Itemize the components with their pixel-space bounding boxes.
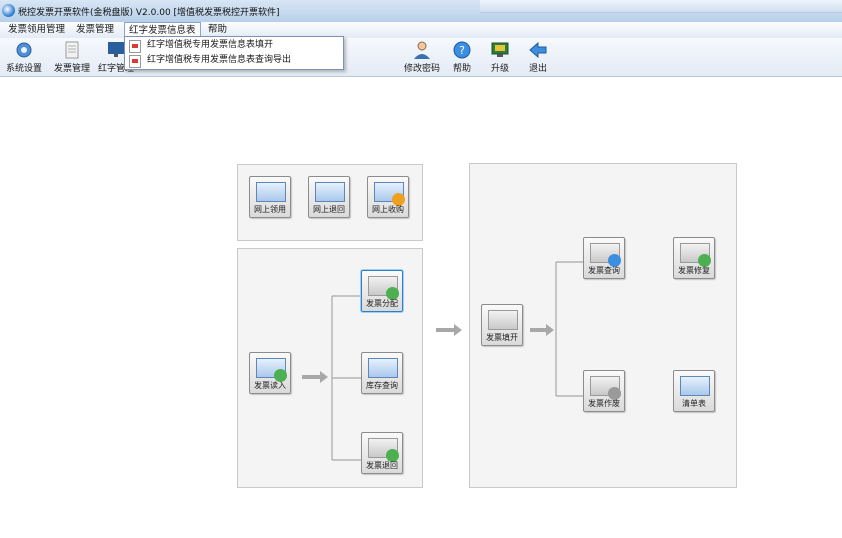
title-bar: 税控发票开票软件(金税盘版) V2.0.00 [增值税发票税控开票软件] bbox=[0, 0, 842, 23]
invoice-read-node[interactable]: 发票读入 bbox=[248, 352, 292, 400]
stock-query-node[interactable]: 库存查询 bbox=[360, 352, 404, 400]
help-icon: ? bbox=[453, 41, 471, 59]
exit-button[interactable]: 退出 bbox=[518, 40, 558, 74]
title-bar-background bbox=[480, 0, 842, 13]
invoice-card-icon bbox=[488, 310, 518, 330]
change-password-label: 修改密码 bbox=[403, 64, 440, 74]
invoice-manage-button[interactable]: 发票管理 bbox=[52, 40, 92, 74]
invoice-issue-node[interactable]: 发票填开 bbox=[480, 304, 524, 352]
invoice-repair-label: 发票修复 bbox=[678, 266, 710, 275]
help-button[interactable]: ? 帮助 bbox=[442, 40, 482, 74]
invoice-manage-label: 发票管理 bbox=[53, 64, 90, 74]
online-receive-node[interactable]: 网上领用 bbox=[248, 176, 292, 224]
dropdown-item-fill[interactable]: 红字增值税专用发票信息表填开 bbox=[125, 38, 343, 53]
exit-label: 退出 bbox=[528, 64, 547, 74]
app-logo-icon bbox=[2, 4, 15, 17]
dropdown-item-query[interactable]: 红字增值税专用发票信息表查询导出 bbox=[125, 53, 343, 68]
red-invoice-dropdown: 红字增值税专用发票信息表填开 红字增值税专用发票信息表查询导出 bbox=[124, 36, 344, 70]
invoice-read-label: 发票读入 bbox=[254, 381, 286, 390]
invoice-void-label: 发票作废 bbox=[588, 399, 620, 408]
upgrade-icon bbox=[491, 42, 509, 57]
online-purchase-node[interactable]: 网上收购 bbox=[366, 176, 410, 224]
window-title: 税控发票开票软件(金税盘版) V2.0.00 [增值税发票税控开票软件] bbox=[18, 8, 280, 18]
form-icon bbox=[129, 40, 141, 53]
monitor-icon bbox=[315, 182, 345, 202]
cross-badge-icon bbox=[608, 387, 621, 400]
invoice-issue-label: 发票填开 bbox=[486, 333, 518, 342]
system-settings-button[interactable]: 系统设置 bbox=[4, 40, 44, 74]
arrow-left-badge-icon bbox=[386, 449, 399, 462]
red-invoice-label: 红字管理 bbox=[97, 64, 134, 74]
document-icon bbox=[65, 41, 79, 59]
svg-text:?: ? bbox=[459, 44, 465, 57]
online-purchase-label: 网上收购 bbox=[372, 205, 404, 214]
search-icon bbox=[368, 358, 398, 378]
invoice-void-node[interactable]: 发票作废 bbox=[582, 370, 626, 418]
red-invoice-button[interactable]: 红字管理 bbox=[96, 40, 136, 74]
invoice-return-node[interactable]: 发票退回 bbox=[360, 432, 404, 480]
invoice-repair-node[interactable]: 发票修复 bbox=[672, 237, 716, 285]
magnifier-badge-icon bbox=[608, 254, 621, 267]
upgrade-button[interactable]: 升级 bbox=[480, 40, 520, 74]
menu-bar: 发票领用管理 发票管理 红字发票信息表 帮助 bbox=[0, 22, 842, 39]
dropdown-item-fill-label: 红字增值税专用发票信息表填开 bbox=[147, 40, 274, 50]
arrow-right-badge-icon bbox=[274, 369, 287, 382]
menu-invoice-receive[interactable]: 发票领用管理 bbox=[8, 24, 66, 35]
system-settings-label: 系统设置 bbox=[5, 64, 42, 74]
list-table-node[interactable]: 清单表 bbox=[672, 370, 716, 418]
online-return-label: 网上退回 bbox=[313, 205, 345, 214]
online-return-node[interactable]: 网上退回 bbox=[307, 176, 351, 224]
menu-red-invoice-info[interactable]: 红字发票信息表 bbox=[124, 22, 201, 38]
gear-icon bbox=[16, 42, 32, 58]
list-table-label: 清单表 bbox=[682, 399, 706, 408]
user-icon bbox=[414, 41, 430, 59]
invoice-query-label: 发票查询 bbox=[588, 266, 620, 275]
coin-badge-icon bbox=[392, 193, 405, 206]
dropdown-item-query-label: 红字增值税专用发票信息表查询导出 bbox=[147, 55, 292, 65]
monitor-icon bbox=[256, 182, 286, 202]
invoice-allocate-label: 发票分配 bbox=[366, 299, 398, 308]
help-label: 帮助 bbox=[452, 64, 471, 74]
invoice-query-node[interactable]: 发票查询 bbox=[582, 237, 626, 285]
exit-icon bbox=[529, 41, 547, 59]
invoice-allocate-node[interactable]: 发票分配 bbox=[360, 270, 404, 318]
menu-invoice-manage[interactable]: 发票管理 bbox=[76, 24, 115, 35]
refresh-badge-icon bbox=[698, 254, 711, 267]
online-receive-label: 网上领用 bbox=[254, 205, 286, 214]
change-password-button[interactable]: 修改密码 bbox=[402, 40, 442, 74]
form-icon bbox=[129, 55, 141, 68]
invoice-return-label: 发票退回 bbox=[366, 461, 398, 470]
menu-help[interactable]: 帮助 bbox=[208, 24, 228, 35]
upgrade-label: 升级 bbox=[490, 64, 509, 74]
stock-query-label: 库存查询 bbox=[366, 381, 398, 390]
monitor-icon bbox=[108, 42, 124, 57]
table-grid-icon bbox=[680, 376, 710, 396]
arrow-right-badge-icon bbox=[386, 287, 399, 300]
